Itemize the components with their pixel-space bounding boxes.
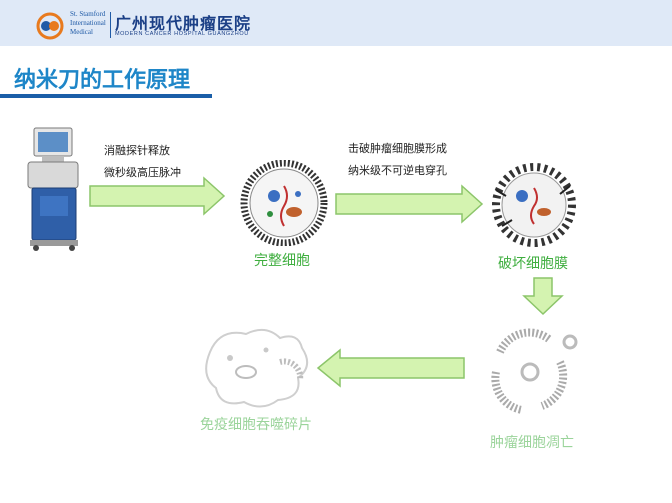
hospital-logo-icon [36,12,64,40]
header-banner: St. Stamford International Medical 广州现代肿… [0,0,672,46]
arrow-down [522,277,564,316]
step2-note: 击破肿瘤细胞膜形成 纳米级不可逆电穿孔 [348,142,447,177]
broken-membrane-cell-icon [492,163,576,247]
caption-phagocytosis: 免疫细胞吞噬碎片 [200,417,312,433]
page-title: 纳米刀的工作原理 [14,68,191,93]
arrow-right-2 [335,184,484,224]
arrow-left [316,348,465,388]
caption-apoptosis: 肿瘤细胞凋亡 [490,435,574,451]
logo-subtitle: MODERN CANCER HOSPITAL GUANGZHOU [115,31,249,37]
step1-note: 消融探针释放 微秒级高压脉冲 [104,144,181,179]
logo-english: St. Stamford International Medical [70,10,106,36]
title-underline [0,94,212,98]
intact-cell-icon [240,160,328,246]
logo-divider [110,12,111,38]
apoptosis-fragments-icon [491,328,578,414]
caption-broken-membrane: 破坏细胞膜 [498,256,568,272]
arrow-right-1 [89,176,226,216]
logo-chinese: 广州现代肿瘤医院 [115,14,252,33]
nanoknife-device-icon [27,127,79,251]
immune-cell-engulfing-icon [205,328,309,408]
caption-intact-cell: 完整细胞 [254,253,310,269]
